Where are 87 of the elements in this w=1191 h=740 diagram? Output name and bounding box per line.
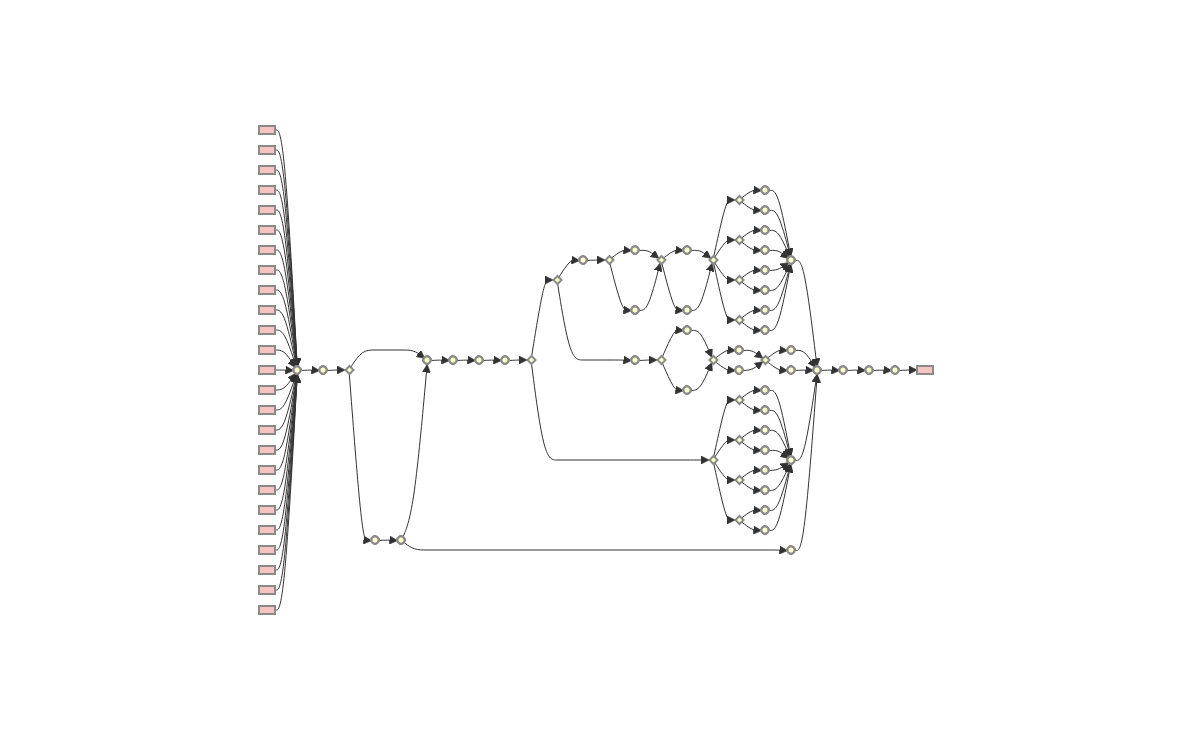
- arrow: [768, 389, 794, 457]
- arrow: [586, 255, 605, 265]
- arrow: [768, 209, 793, 258]
- arrow: [742, 349, 763, 359]
- arrow: [740, 281, 762, 295]
- arrow: [740, 385, 762, 399]
- arrow: [768, 262, 789, 271]
- arrow: [660, 262, 684, 315]
- arrow: [794, 349, 816, 368]
- arrow: [378, 535, 398, 545]
- arrow: [740, 321, 762, 335]
- arrow: [766, 361, 788, 375]
- arrow: [712, 462, 735, 525]
- arrow: [401, 364, 431, 538]
- arrow: [456, 355, 476, 365]
- arrow: [846, 365, 866, 375]
- arrow: [740, 201, 762, 215]
- arrow: [742, 361, 763, 371]
- arrow: [740, 505, 762, 519]
- arrow: [740, 521, 762, 535]
- arrow: [768, 464, 794, 531]
- arrow: [403, 542, 788, 555]
- arrow: [740, 465, 762, 479]
- arrow: [768, 229, 791, 258]
- arrow: [714, 345, 736, 359]
- arrow: [740, 481, 762, 495]
- arrow: [740, 241, 762, 255]
- arrow: [740, 265, 762, 279]
- arrow: [482, 355, 502, 365]
- arrow: [530, 363, 709, 465]
- arrow: [768, 429, 791, 458]
- arrow: [768, 264, 794, 331]
- arrow: [740, 425, 762, 439]
- arrow: [274, 373, 296, 391]
- arrow: [557, 255, 580, 279]
- arrow: [872, 365, 892, 375]
- arrow: [274, 349, 296, 368]
- arrow: [348, 373, 372, 545]
- arrow: [662, 245, 684, 259]
- arrow: [661, 325, 684, 358]
- arrow: [766, 345, 788, 359]
- arrow: [638, 249, 659, 259]
- arrow: [794, 374, 821, 551]
- arrow: [556, 282, 632, 365]
- arrow: [740, 225, 762, 239]
- arrow: [713, 435, 735, 459]
- arrow: [690, 362, 713, 391]
- arrow: [740, 305, 762, 319]
- arrow: [274, 365, 294, 375]
- arrow: [714, 361, 736, 375]
- arrow: [768, 463, 791, 491]
- arrow: [610, 245, 632, 259]
- arrow: [740, 401, 762, 415]
- arrow: [349, 349, 425, 369]
- arrow: [274, 373, 298, 411]
- arrow: [326, 365, 345, 375]
- arrow: [690, 262, 714, 311]
- arrow: [794, 259, 820, 367]
- arrow: [274, 329, 298, 368]
- arrow: [768, 249, 789, 259]
- arrow: [508, 355, 527, 365]
- arrow: [300, 365, 320, 375]
- arrow: [820, 365, 840, 375]
- arrow: [712, 195, 735, 258]
- arrow: [638, 262, 662, 311]
- arrow: [713, 261, 735, 285]
- arrow: [713, 461, 735, 485]
- arrow: [661, 362, 684, 395]
- arrow: [768, 409, 793, 458]
- arrow: [430, 355, 450, 365]
- arrow: [713, 235, 735, 259]
- arrow: [530, 275, 553, 358]
- arrow: [740, 441, 762, 455]
- arrow: [794, 365, 814, 375]
- arrow: [794, 374, 820, 461]
- arrow: [712, 395, 735, 458]
- arrow: [740, 185, 762, 199]
- arrow: [690, 329, 713, 358]
- arrow: [712, 262, 735, 325]
- arrow: [690, 249, 711, 259]
- arrow: [768, 189, 794, 257]
- arrow: [768, 263, 791, 291]
- arrow: [608, 262, 632, 315]
- arrow: [768, 449, 789, 459]
- arrow: [768, 462, 789, 471]
- arrow: [638, 355, 657, 365]
- arrow: [898, 365, 917, 375]
